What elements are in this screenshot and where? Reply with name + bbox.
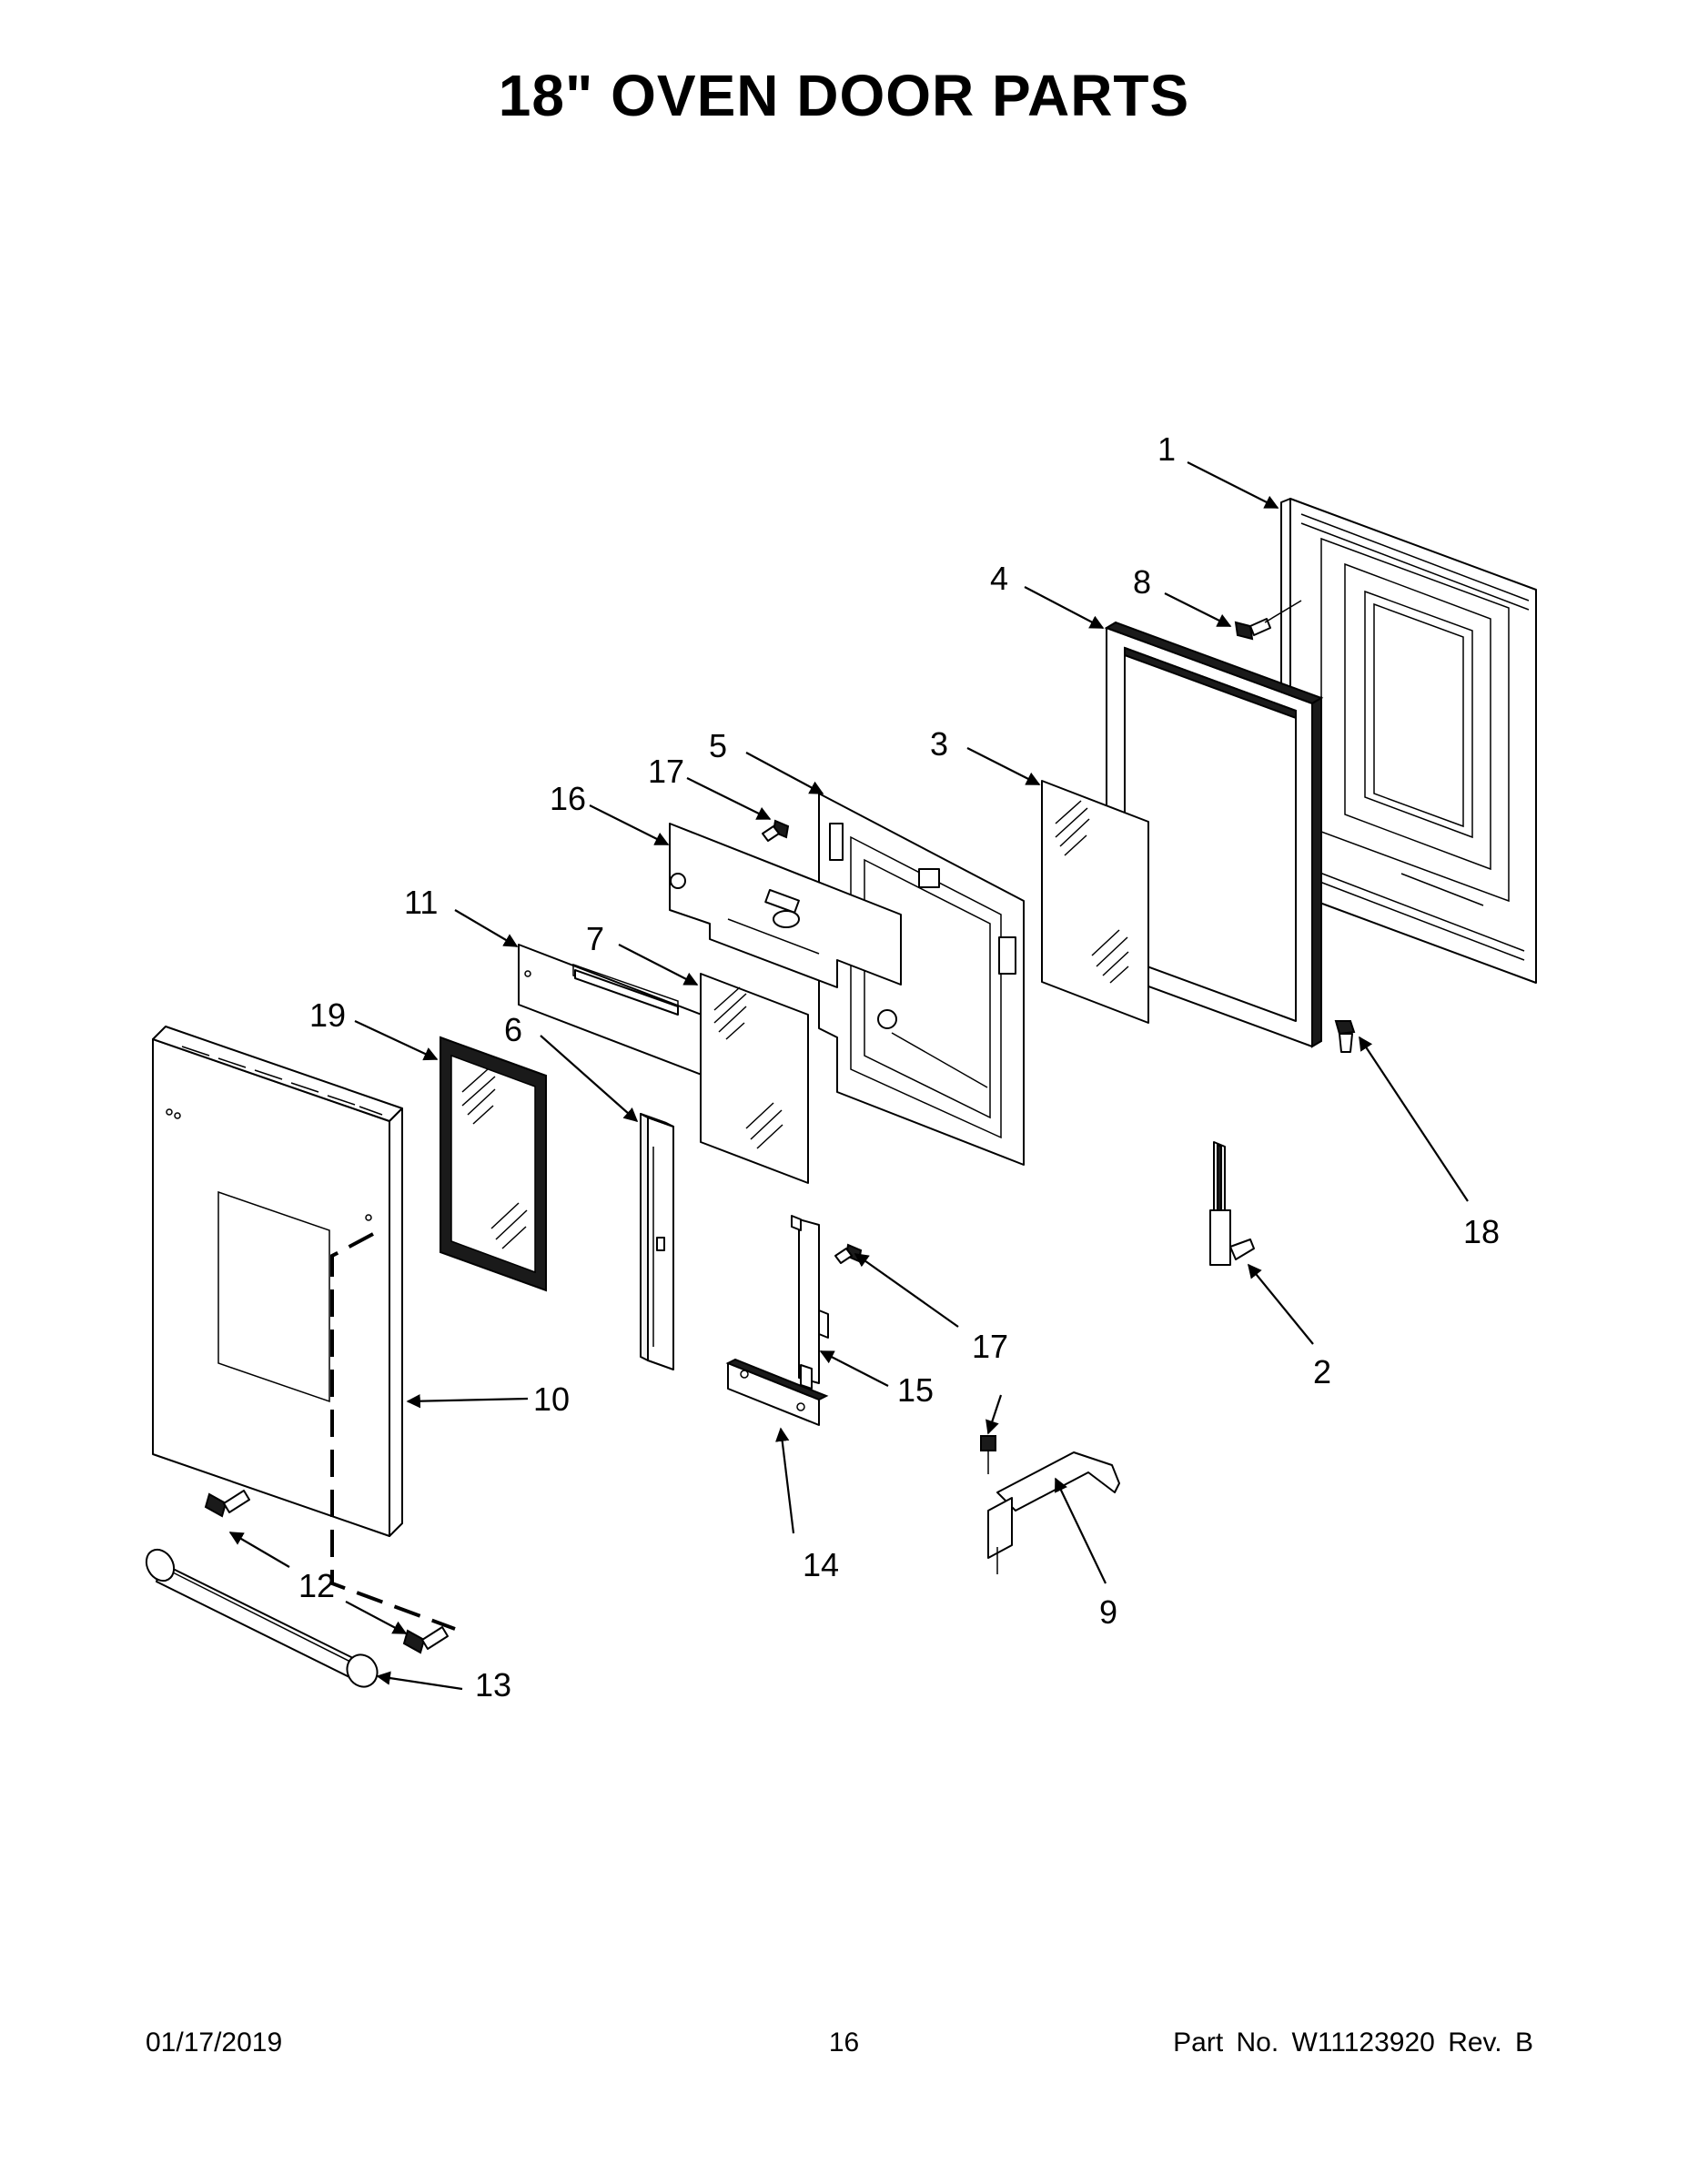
part-15-hinge-bracket (791, 1215, 829, 1390)
callout-3: 3 (930, 725, 948, 763)
callout-7: 7 (586, 920, 604, 957)
footer-page-number: 16 (828, 2027, 860, 2058)
footer-date: 01/17/2019 (146, 2027, 283, 2058)
part-4-door-gasket (1104, 621, 1324, 1048)
callout-1: 1 (1157, 430, 1176, 468)
part-14-hinge-receiver (725, 1358, 829, 1426)
callout-4: 4 (990, 560, 1008, 597)
assembly-line-1 (330, 1232, 456, 1631)
footer-part-number: Part No. W11123920 Rev. B (1173, 2027, 1533, 2058)
part-8-screw (1234, 600, 1302, 641)
part-7-inner-glass (700, 973, 809, 1184)
part-10-outer-door (152, 1026, 403, 1537)
part-2-hinge (1209, 1141, 1255, 1266)
callout-11: 11 (404, 884, 438, 921)
page-title: 18" OVEN DOOR PARTS (498, 63, 1190, 128)
callout-19: 19 (309, 996, 346, 1034)
callout-6: 6 (504, 1011, 522, 1048)
part-13-handle (145, 1548, 379, 1688)
callout-17-top: 17 (648, 753, 684, 790)
part-1-inner-door-panel (1280, 498, 1537, 984)
part-19-outer-glass (440, 1036, 547, 1292)
callout-9: 9 (1099, 1593, 1117, 1631)
callout-18: 18 (1463, 1213, 1500, 1250)
callout-13: 13 (475, 1666, 511, 1704)
callout-numbers: 1 2 3 4 5 6 7 8 9 10 11 12 13 14 15 16 1… (298, 430, 1500, 1704)
part-3-glass-pane (1041, 780, 1149, 1024)
part-5-door-liner (818, 793, 1025, 1166)
part-16-insulation-panel (669, 823, 902, 988)
callout-15: 15 (897, 1371, 934, 1409)
leader-lines (228, 461, 1469, 1691)
callout-5: 5 (709, 727, 727, 764)
callout-12: 12 (298, 1567, 335, 1604)
callout-10: 10 (533, 1380, 570, 1418)
part-9-bracket (987, 1451, 1120, 1574)
callout-8: 8 (1133, 563, 1151, 601)
part-12-screws (204, 1490, 449, 1654)
callout-14: 14 (803, 1546, 839, 1583)
callout-2: 2 (1313, 1353, 1331, 1390)
callout-16: 16 (550, 780, 586, 817)
part-18-screw (1334, 1020, 1356, 1053)
part-6-spacer-channel (640, 1113, 674, 1370)
callout-17-right: 17 (972, 1328, 1008, 1365)
